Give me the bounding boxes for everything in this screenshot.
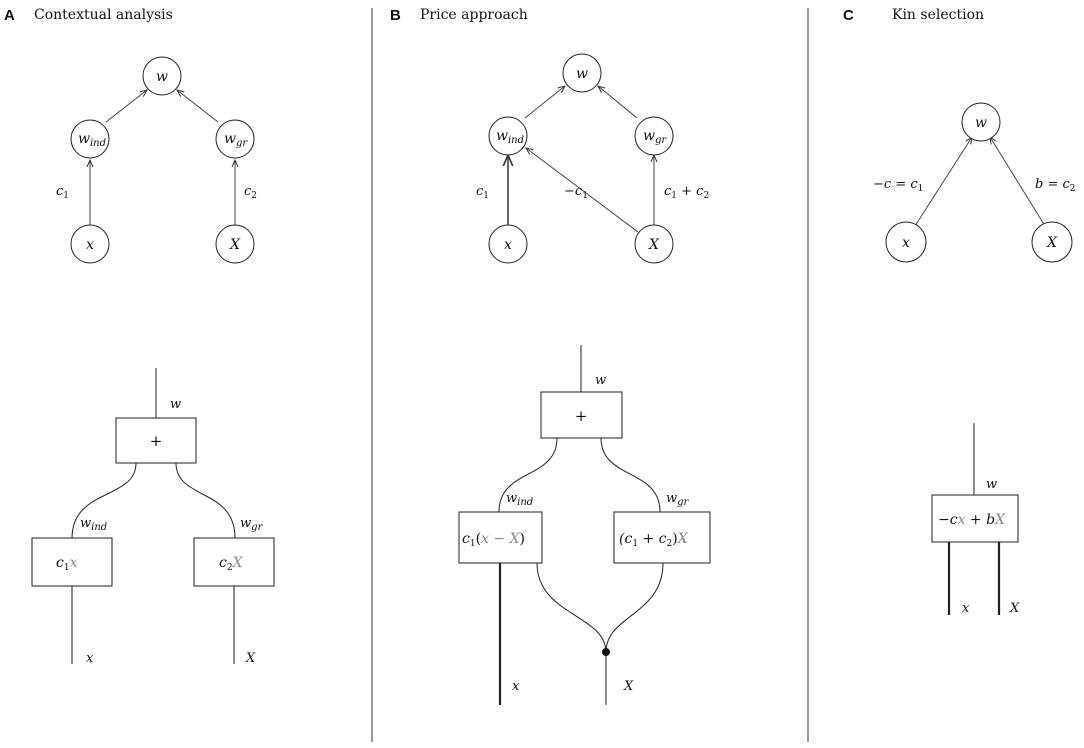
- panel-a-title: Contextual analysis: [34, 7, 173, 23]
- node-w: [142, 56, 182, 96]
- box-kin-label: −cx + bX: [938, 512, 1006, 528]
- wire-x-label: x: [86, 651, 94, 666]
- panel-c-string-diagram: w −cx + bX x X: [931, 423, 1020, 616]
- node-X: [215, 224, 255, 264]
- panel-c-graph: w x X −c = c1 b = c2: [873, 102, 1076, 263]
- node-wind-label: wind: [78, 131, 106, 149]
- wire-x-label-c: x: [962, 601, 970, 616]
- node-x-b-label: x: [504, 237, 512, 253]
- edge-wind-w: [105, 90, 147, 123]
- wire-X-label-c: X: [1009, 601, 1020, 616]
- panel-c-letter: C: [843, 7, 854, 24]
- wire-plus-box1: [71, 462, 137, 539]
- node-x-c: [885, 221, 927, 263]
- edge-label-c1: c1: [56, 184, 69, 201]
- edge-label-c2: c2: [244, 184, 257, 201]
- panel-a-string-diagram: w + wind wgr c1x c2X x X: [31, 368, 275, 666]
- wire-w-label-b: w: [595, 373, 606, 388]
- node-wind-b-label: wind: [496, 128, 524, 146]
- node-w-b: [562, 53, 602, 93]
- box-c1c2-X-label: (c1 + c2)X: [619, 531, 689, 549]
- node-wind: [70, 119, 110, 159]
- box-c1-diff-label: c1(x − X): [462, 531, 525, 549]
- panel-b-string-diagram: w + wind wgr c1(x − X) (c1 + c2)X x X: [458, 345, 711, 705]
- node-w-label: w: [156, 69, 168, 85]
- node-wind-b: [488, 116, 528, 156]
- panel-a-letter: A: [4, 7, 15, 24]
- panel-c-title: Kin selection: [892, 7, 984, 23]
- box-c1x-label: c1x: [56, 555, 78, 573]
- plus-box-b-label: +: [575, 407, 588, 425]
- node-x-c-label: x: [902, 235, 910, 251]
- wire-wgr-label-b: wgr: [666, 491, 690, 508]
- wire-w-label-c: w: [986, 477, 997, 492]
- edge-wgr-w-b: [598, 86, 638, 119]
- node-X-b-label: X: [648, 237, 660, 253]
- box-kin: [931, 494, 1019, 543]
- wire-X-label: X: [245, 651, 256, 666]
- wire-plus-box2-b: [600, 437, 661, 513]
- wire-wind-label: wind: [80, 516, 107, 533]
- box-c1-diff: [458, 511, 543, 564]
- wire-x-label-b: x: [512, 679, 520, 694]
- edge-label-left-c: −c = c1: [873, 177, 923, 194]
- wire-wind-label-b: wind: [506, 491, 533, 508]
- node-w-b-label: w: [576, 66, 588, 82]
- wire-copy-left: [536, 562, 607, 653]
- panel-b-graph: w wind wgr x X c1 −c1 c1 + c2: [476, 53, 709, 264]
- node-wgr-b-label: wgr: [643, 128, 667, 146]
- node-wgr-label: wgr: [224, 131, 248, 149]
- wire-X-label-b: X: [623, 679, 634, 694]
- box-c2X-label: c2X: [219, 555, 244, 573]
- node-wgr-b: [634, 116, 674, 156]
- panel-b-title: Price approach: [420, 7, 528, 23]
- plus-box-label: +: [150, 432, 163, 450]
- node-w-c: [961, 102, 1001, 142]
- wire-plus-box2: [175, 462, 236, 539]
- node-x-label: x: [86, 237, 94, 253]
- edge-X-wind-b: [526, 148, 639, 233]
- node-X-b: [634, 224, 674, 264]
- node-X-c-label: X: [1046, 235, 1058, 251]
- edge-X-w-c: [990, 137, 1046, 227]
- node-X-c: [1031, 221, 1073, 263]
- edge-wgr-w: [177, 90, 219, 123]
- node-x: [70, 224, 110, 264]
- edge-label-right-c: b = c2: [1035, 177, 1076, 194]
- edge-x-w-c: [914, 137, 972, 227]
- edge-label-neg-c1-b: −c1: [564, 184, 588, 201]
- node-w-c-label: w: [975, 115, 987, 131]
- node-x-b: [488, 224, 528, 264]
- wire-copy-right: [605, 562, 664, 653]
- wire-wgr-label: wgr: [240, 516, 264, 533]
- node-wgr: [215, 119, 255, 159]
- node-X-label: X: [229, 237, 241, 253]
- box-c1c2-X: [613, 511, 711, 564]
- plus-box: [115, 417, 197, 464]
- copy-node: [602, 648, 610, 656]
- panel-a-graph: w wind wgr x X c1 c2: [56, 56, 257, 264]
- edge-wind-w-b: [524, 86, 565, 119]
- wire-plus-box1-b: [498, 437, 558, 513]
- plus-box-b: [540, 391, 623, 439]
- wire-w-label: w: [170, 397, 181, 412]
- edge-label-c1c2-b: c1 + c2: [664, 184, 709, 201]
- panel-b-letter: B: [390, 7, 401, 24]
- edge-label-c1-b: c1: [476, 184, 489, 201]
